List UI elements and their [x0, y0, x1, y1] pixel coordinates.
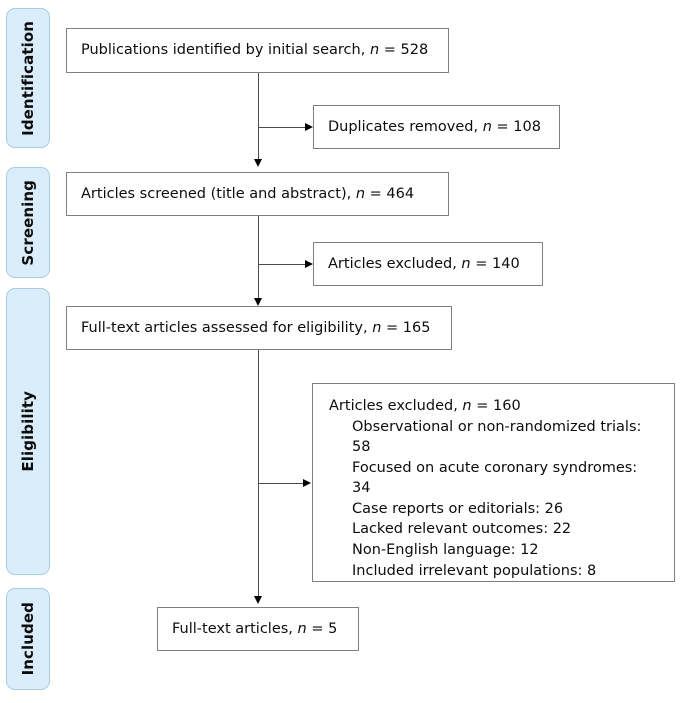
identified-prefix: Publications identified by initial searc… [81, 42, 370, 59]
screened-prefix: Articles screened (title and abstract), [81, 185, 356, 202]
fulltext-suffix: = 165 [381, 319, 431, 336]
connector-to-duplicates [258, 127, 305, 128]
exclusion-reason-item: Non-English language: 12 [352, 542, 539, 559]
node-articles-screened-text: Articles screened (title and abstract), … [67, 184, 428, 205]
fulltext-prefix: Full-text articles assessed for eligibil… [81, 319, 373, 336]
included-final-suffix: = 5 [306, 620, 338, 637]
exclusion-reason-item: Focused on acute coronary syndromes: 34 [352, 459, 638, 497]
node-articles-excluded-screening-text: Articles excluded, n = 140 [314, 254, 534, 275]
node-fulltext-articles-included-text: Full-text articles, n = 5 [158, 619, 351, 640]
node-publications-identified-text: Publications identified by initial searc… [67, 40, 442, 61]
identified-suffix: = 528 [379, 42, 429, 59]
stage-eligibility: Eligibility [6, 288, 50, 575]
excluded-screening-prefix: Articles excluded, [328, 255, 462, 272]
node-duplicates-removed: Duplicates removed, n = 108 [313, 105, 560, 149]
stage-eligibility-label: Eligibility [19, 391, 37, 472]
included-final-prefix: Full-text articles, [172, 620, 298, 637]
connector-to-excluded-eligibility [258, 483, 303, 484]
screened-suffix: = 464 [365, 185, 415, 202]
exclusion-reason-item: Lacked relevant outcomes: 22 [352, 521, 572, 538]
node-fulltext-articles-included: Full-text articles, n = 5 [157, 607, 359, 651]
screened-n-symbol: n [355, 185, 366, 202]
exclusion-reason-item: Observational or non-randomized trials: … [352, 418, 642, 456]
excluded-screening-suffix: = 140 [470, 255, 520, 272]
stage-included: Included [6, 588, 50, 690]
stage-identification-label: Identification [19, 20, 37, 136]
node-duplicates-removed-text: Duplicates removed, n = 108 [314, 117, 555, 138]
arrowhead-to-excluded-screening [305, 259, 313, 268]
duplicates-prefix: Duplicates removed, [328, 118, 483, 135]
identified-n-symbol: n [369, 42, 380, 59]
connector-fulltext-to-included [258, 350, 259, 602]
node-articles-screened: Articles screened (title and abstract), … [66, 172, 449, 216]
node-fulltext-assessed-text: Full-text articles assessed for eligibil… [67, 318, 444, 339]
stage-screening: Screening [6, 167, 50, 278]
excluded-screening-n-symbol: n [461, 255, 471, 272]
excluded-eligibility-suffix: = 160 [471, 398, 521, 414]
exclusion-reason-item: Included irrelevant populations: 8 [352, 562, 597, 579]
node-fulltext-assessed: Full-text articles assessed for eligibil… [66, 306, 452, 350]
node-articles-excluded-screening: Articles excluded, n = 140 [313, 242, 543, 286]
connector-screened-to-fulltext [258, 216, 259, 304]
node-publications-identified: Publications identified by initial searc… [66, 28, 449, 73]
arrowhead-to-excluded-eligibility [303, 478, 311, 487]
connector-identified-to-screened [258, 73, 259, 165]
excluded-eligibility-n-symbol: n [462, 398, 472, 414]
arrowhead-to-fulltext [253, 298, 262, 306]
node-articles-excluded-eligibility-text: Articles excluded, n = 160 Observational… [313, 384, 674, 581]
stage-included-label: Included [19, 602, 37, 676]
excluded-eligibility-heading: Articles excluded, n = 160 [329, 396, 660, 417]
arrowhead-to-included [253, 596, 262, 604]
excluded-eligibility-prefix: Articles excluded, [329, 398, 463, 414]
exclusion-reason-item: Case reports or editorials: 26 [352, 500, 564, 517]
fulltext-n-symbol: n [372, 319, 382, 336]
included-final-n-symbol: n [297, 620, 307, 637]
arrowhead-to-screened [253, 159, 262, 167]
stage-screening-label: Screening [19, 179, 37, 266]
duplicates-n-symbol: n [482, 118, 492, 135]
arrowhead-to-duplicates [305, 122, 313, 131]
connector-to-excluded-screening [258, 264, 305, 265]
node-articles-excluded-eligibility: Articles excluded, n = 160 Observational… [312, 383, 675, 582]
stage-identification: Identification [6, 8, 50, 148]
duplicates-suffix: = 108 [491, 118, 541, 135]
